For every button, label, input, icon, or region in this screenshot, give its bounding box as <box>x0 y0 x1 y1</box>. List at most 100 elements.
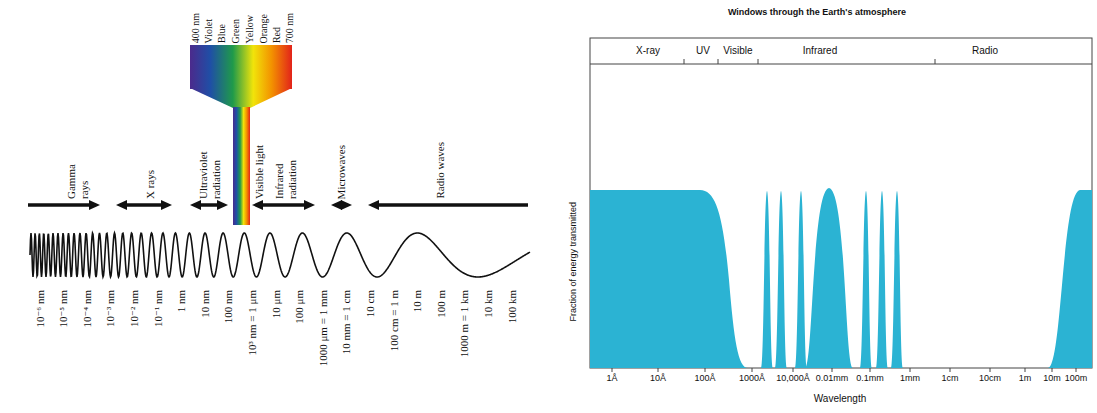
tick-mark <box>793 368 794 372</box>
tick-mark <box>1025 368 1026 372</box>
arrowhead <box>190 200 201 210</box>
tick-mark <box>752 368 753 372</box>
region-scale <box>590 59 1092 64</box>
tick-mark <box>832 368 833 372</box>
tick-mark <box>1076 368 1077 372</box>
region-line <box>122 203 166 207</box>
tick-label: 1cm <box>941 373 958 383</box>
tick-mark <box>990 368 991 372</box>
arrowhead <box>341 200 352 210</box>
spectrum-strip <box>233 107 250 225</box>
scale-label: 100 m <box>435 290 448 318</box>
scale-label: 10 cm <box>364 290 377 317</box>
scale-label: 10⁻³ nm <box>104 290 117 327</box>
arrowhead <box>161 200 172 210</box>
region-label: Infrared radiation <box>273 147 298 199</box>
axis-title: Wavelength <box>814 393 866 405</box>
region-line <box>590 64 1092 65</box>
tick-label: 10cm <box>979 373 1001 383</box>
tick-mark <box>612 368 613 372</box>
scale-label: 10 m <box>411 290 424 312</box>
band-label: X-ray <box>636 45 660 57</box>
chart-title: Windows through the Earth's atmosphere <box>728 7 906 17</box>
tick-mark <box>910 368 911 372</box>
region-tick <box>718 59 719 64</box>
color-name: Yellow <box>244 15 256 43</box>
tick-label: 100m <box>1065 373 1088 383</box>
scale-label: 10 μm <box>270 290 283 318</box>
arrowhead <box>331 200 342 210</box>
scale-label: 100 μm <box>293 290 306 324</box>
tick-label: 10,000Å <box>776 373 810 383</box>
tick-mark <box>1052 368 1053 372</box>
color-name: Blue <box>216 24 228 43</box>
spectrum-funnel <box>190 88 292 108</box>
tick-label: 10m <box>1043 373 1061 383</box>
scale-label: 10⁻⁶ nm <box>34 290 47 327</box>
wave <box>30 233 530 277</box>
arrowhead <box>304 200 315 210</box>
region-line <box>28 203 94 207</box>
transmission-peak <box>775 191 787 368</box>
tick-label: 1mm <box>900 373 920 383</box>
transmission-peak <box>876 191 888 368</box>
transmission-peak <box>795 191 807 368</box>
color-name: Orange <box>258 14 270 43</box>
region-label: Ultraviolet radiation <box>197 137 222 199</box>
tick-mark <box>950 368 951 372</box>
tick-label: 1Å <box>606 373 617 383</box>
band-label: Infrared <box>803 45 837 57</box>
region-label: Microwaves <box>335 145 348 199</box>
tick-mark <box>658 368 659 372</box>
color-name: Red <box>271 27 283 43</box>
scale-label: 1000 μm = 1 mm <box>317 290 330 366</box>
arrowhead <box>252 200 263 210</box>
region-label: Visible light <box>253 145 266 199</box>
scale-label: 10 nm <box>199 290 212 318</box>
axis-ticks <box>612 368 1076 372</box>
scale-label: 10⁻¹ nm <box>152 290 165 327</box>
color-name: Violet <box>203 19 215 43</box>
tick-label: 10Å <box>650 373 666 383</box>
scale-label: 10⁻² nm <box>128 290 141 327</box>
arrowhead <box>368 200 379 210</box>
band-label: UV <box>696 45 710 57</box>
transmission-peak <box>891 191 903 368</box>
axis-title: Fraction of energy transmitted <box>568 202 578 322</box>
region-tick <box>758 59 759 64</box>
scale-label: 1000 m = 1 km <box>458 290 471 357</box>
arrowhead <box>116 200 127 210</box>
region-arrows <box>28 200 528 210</box>
scale-label: 10 km <box>482 290 495 318</box>
wavelength-label: 400 nm <box>190 13 202 43</box>
scale-label: 10⁻⁴ nm <box>81 290 94 327</box>
transmission-peak <box>761 191 773 368</box>
region-line <box>258 203 309 207</box>
tick-label: 0.01mm <box>816 373 849 383</box>
band-label: Visible <box>723 45 752 57</box>
region-label: Gamma rays <box>65 159 90 199</box>
region-label: X rays <box>144 170 157 199</box>
transmission-area <box>590 188 1092 368</box>
tick-label: 0.1mm <box>856 373 884 383</box>
arrowhead <box>89 200 100 210</box>
color-name: Green <box>230 19 242 43</box>
region-tick <box>684 59 685 64</box>
scale-label: 10⁻⁵ nm <box>57 290 70 327</box>
region-tick <box>935 59 936 64</box>
xray-window <box>590 190 748 368</box>
scale-label: 1 nm <box>175 290 188 312</box>
tick-mark <box>705 368 706 372</box>
tick-label: 1m <box>1019 373 1032 383</box>
wavelength-label: 700 nm <box>284 13 296 43</box>
region-line <box>374 203 528 207</box>
infrared-window <box>805 188 853 368</box>
scale-label: 10 mm = 1 cm <box>340 290 353 354</box>
band-label: Radio <box>972 45 998 57</box>
arrowhead <box>217 200 228 210</box>
scale-label: 100 nm <box>222 290 235 323</box>
spectrum-band <box>190 45 292 89</box>
